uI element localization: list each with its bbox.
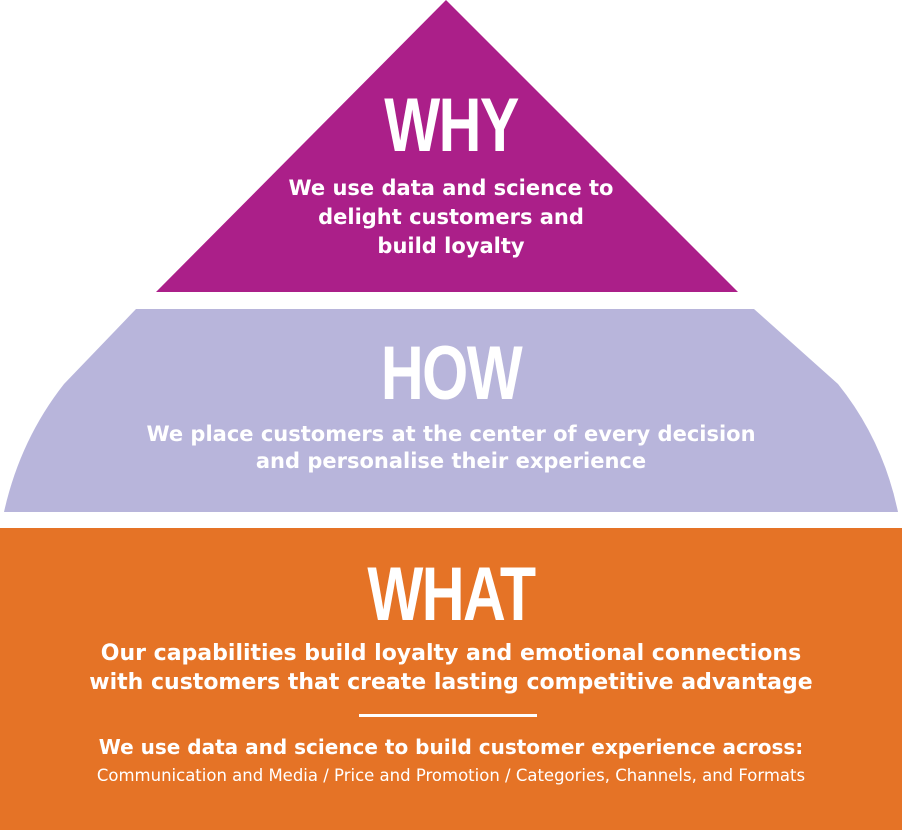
why-description: We use data and science to delight custo… [0,174,902,261]
why-heading: WHY [384,83,519,168]
what-description: Our capabilities build loyalty and emoti… [0,639,902,697]
what-sub-list: Communication and Media / Price and Prom… [96,766,806,785]
why-description-line: build loyalty [377,234,525,258]
what-heading-wrap: WHAT [0,557,902,633]
why-heading-wrap: WHY [0,88,902,164]
what-description-line: Our capabilities build loyalty and emoti… [100,641,802,666]
why-description-line: delight customers and [318,205,584,229]
why-tier-shape [156,0,738,292]
why-description-line: We use data and science to [288,176,614,200]
how-description-line: and personalise their experience [255,449,647,473]
what-sub-heading: We use data and science to build custome… [98,735,804,759]
how-description-line: We place customers at the center of ever… [146,422,756,446]
how-description: We place customers at the center of ever… [0,421,902,475]
how-heading: HOW [380,331,523,416]
how-heading-wrap: HOW [0,336,902,412]
what-tier-shape [0,528,902,830]
what-heading: WHAT [367,552,536,637]
what-divider [359,714,537,717]
what-description-line: with customers that create lasting compe… [89,670,813,695]
how-tier-shape [4,309,898,512]
